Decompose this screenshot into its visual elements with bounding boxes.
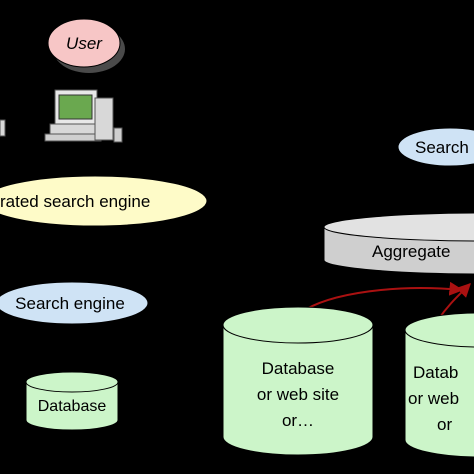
db2-line-2: or web [408, 389, 459, 408]
database-website-node-1: Database or web site or… [222, 306, 374, 456]
db2-line-1: Datab [413, 363, 458, 382]
federated-search-engine-label: rated search engine [0, 192, 150, 211]
user-node: User [47, 18, 125, 73]
db1-line-3: or… [282, 411, 314, 430]
db2-line-3: or [437, 415, 452, 434]
left-database-label: Database [38, 398, 107, 415]
search-node-right: Search [397, 127, 474, 167]
search-right-label: Search [415, 138, 469, 157]
left-database-node: Database [25, 371, 119, 431]
federated-search-engine-node: rated search engine [0, 175, 208, 227]
aggregate-label: Aggregate [372, 242, 450, 261]
db1-line-1: Database [262, 359, 335, 378]
database-website-node-2: Datab or web or [404, 312, 474, 458]
partial-computer-icon [0, 119, 6, 137]
db1-line-2: or web site [257, 385, 339, 404]
user-label: User [66, 34, 103, 53]
search-engine-label: Search engine [15, 294, 125, 313]
arrow-db1-to-aggregate [299, 281, 464, 314]
aggregate-node: Aggregate [323, 212, 474, 275]
computer-workstation-icon [44, 89, 123, 143]
search-engine-node: Search engine [0, 281, 149, 325]
